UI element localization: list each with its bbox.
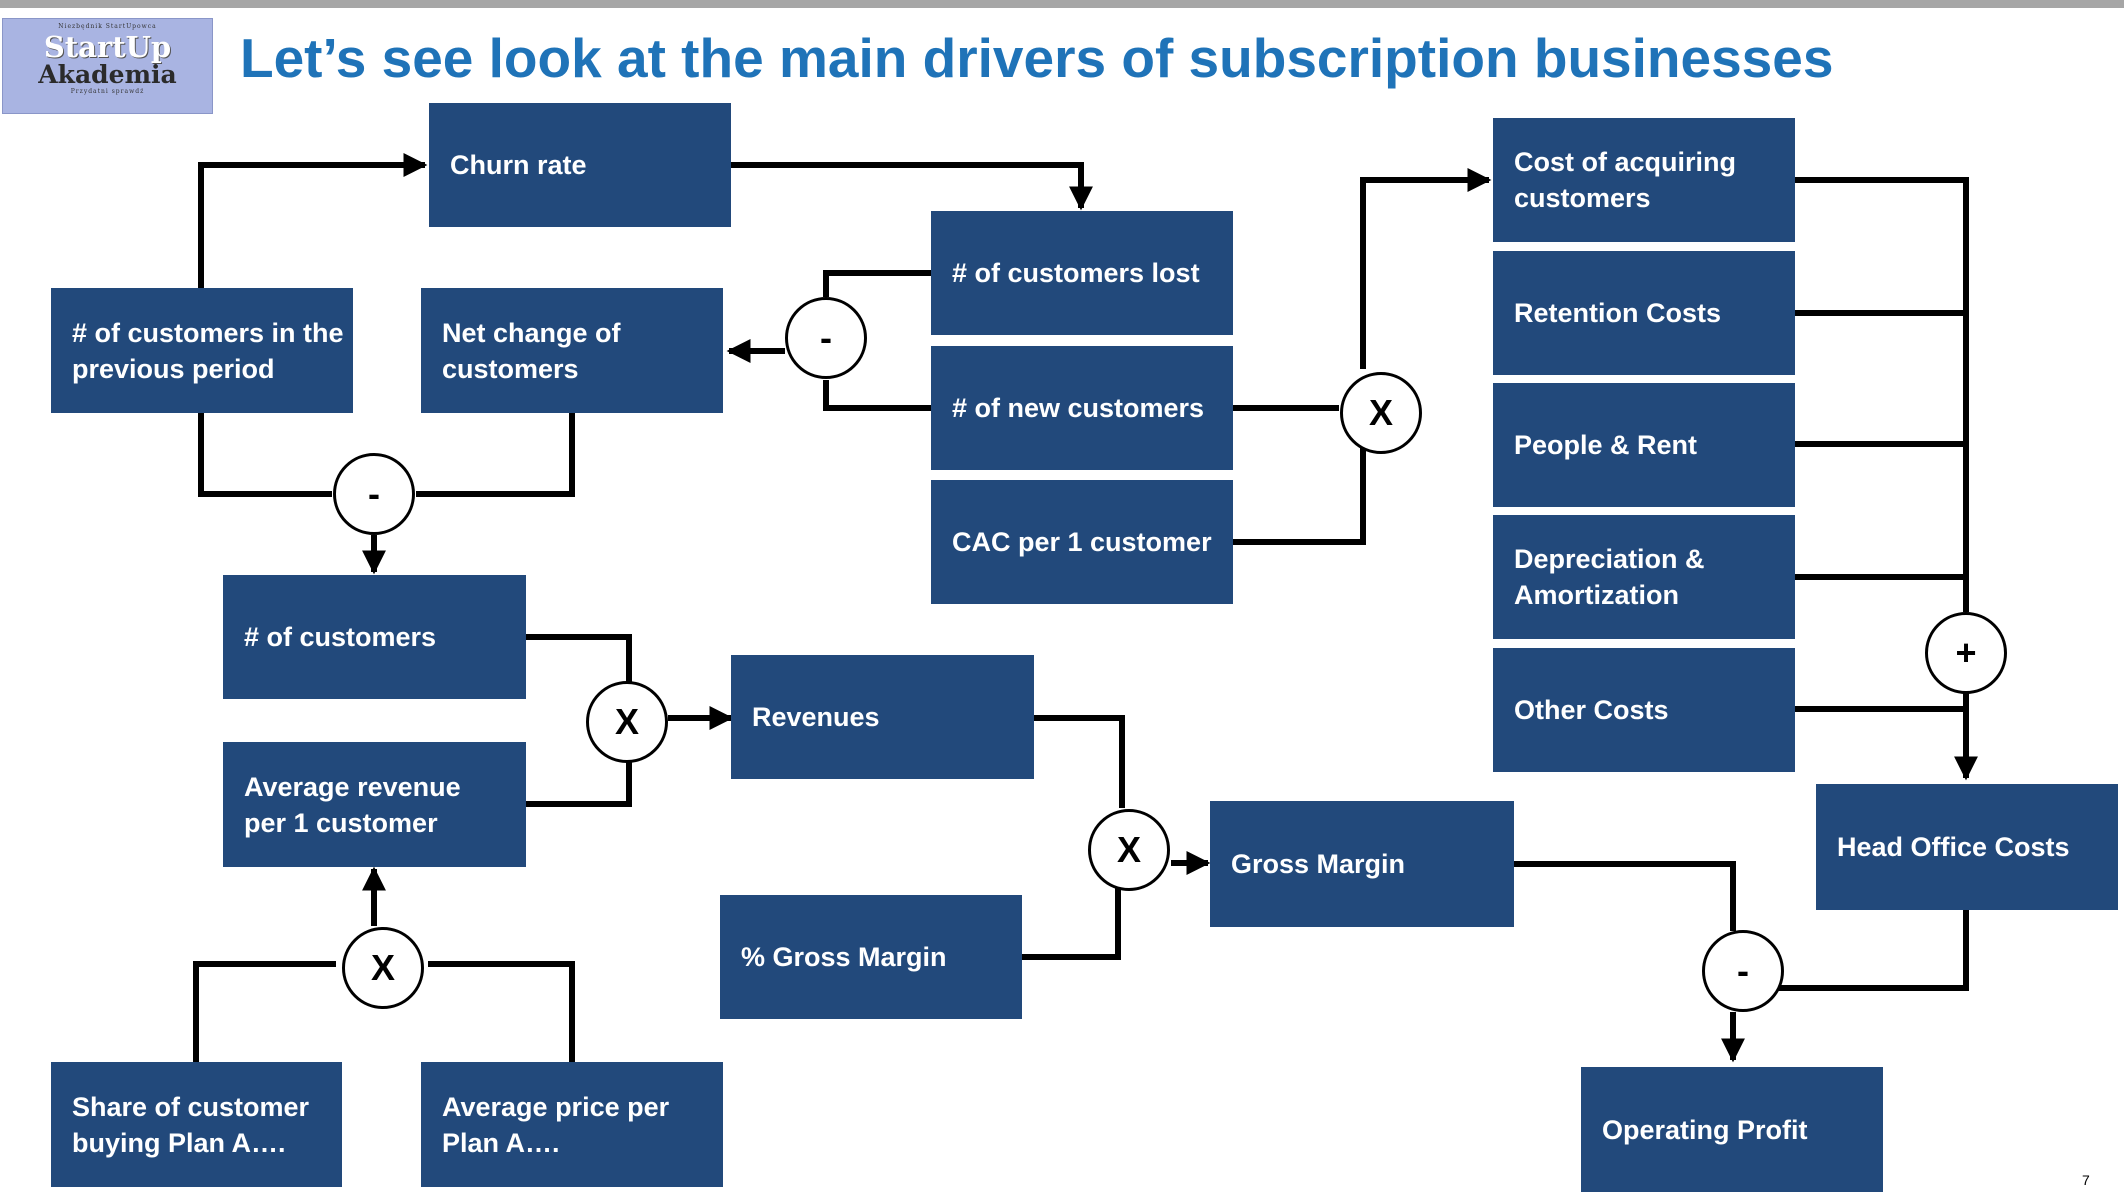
- num-customers-box: # of customers: [223, 575, 526, 699]
- connector-churn-to-lost: [731, 162, 1093, 211]
- cac-per-customer-box: CAC per 1 customer: [931, 480, 1233, 604]
- retention-costs-label: Retention Costs: [1514, 298, 1722, 328]
- logo-top-text: Niezbędnik StartUpowca: [58, 23, 157, 30]
- head-office-costs-label: Head Office Costs: [1837, 832, 2070, 862]
- connector-price-to-x: [428, 961, 575, 1062]
- connector-head-to-minus: [1777, 910, 1969, 991]
- churn-rate-label: Churn rate: [450, 150, 587, 180]
- num-customers-label: # of customers: [244, 622, 437, 652]
- top-border-bar: [0, 0, 2124, 8]
- connector-previous-to-minus: [198, 413, 332, 497]
- connector-acquiring-to-bus: [1795, 177, 1969, 612]
- operating-profit-label: Operating Profit: [1602, 1114, 1808, 1145]
- other-costs-label: Other Costs: [1514, 695, 1669, 725]
- gross-margin-box: Gross Margin: [1210, 801, 1514, 927]
- avg-revenue-label: Average revenue per 1 customer: [244, 771, 461, 838]
- customers-previous-period-label: # of customers in the previous period: [72, 317, 344, 384]
- connector-share-to-x: [193, 961, 336, 1062]
- multiply-operator-gross-margin: X: [1088, 809, 1170, 891]
- customers-lost-box: # of customers lost: [931, 211, 1233, 335]
- revenues-box: Revenues: [731, 655, 1034, 779]
- share-plan-a-box: Share of customer buying Plan A….: [51, 1062, 342, 1187]
- gross-margin-label: Gross Margin: [1231, 849, 1406, 879]
- head-office-costs-box: Head Office Costs: [1816, 784, 2118, 910]
- minus-operator-profit: -: [1702, 930, 1784, 1012]
- share-plan-a-label: Share of customer buying Plan A….: [72, 1091, 310, 1158]
- cost-acquiring-label: Cost of acquiring customers: [1514, 147, 1736, 213]
- connector-net-to-minus: [416, 413, 575, 497]
- connector-revenues-to-x: [1034, 715, 1125, 808]
- new-customers-box: # of new customers: [931, 346, 1233, 470]
- gross-margin-pct-box: % Gross Margin: [720, 895, 1022, 1019]
- plus-operator-head-office: +: [1925, 612, 2007, 694]
- depreciation-label: Depreciation & Amortization: [1514, 544, 1705, 610]
- net-change-box: Net change of customers: [421, 288, 723, 413]
- churn-rate-box: Churn rate: [429, 103, 731, 227]
- connector-gmpct-to-x: [1022, 886, 1121, 960]
- multiply-operator-avg-revenue: X: [342, 927, 424, 1009]
- depreciation-box: Depreciation & Amortization: [1493, 515, 1795, 639]
- operating-profit-box: Operating Profit: [1581, 1067, 1883, 1192]
- logo-line-1: StartUp: [43, 30, 172, 64]
- connector-cac-to-x: [1233, 445, 1366, 545]
- other-costs-box: Other Costs: [1493, 648, 1795, 772]
- page-number: 7: [2082, 1172, 2090, 1188]
- retention-costs-box: Retention Costs: [1493, 251, 1795, 375]
- avg-revenue-box: Average revenue per 1 customer: [223, 742, 526, 867]
- price-plan-a-box: Average price per Plan A….: [421, 1062, 723, 1187]
- logo-bottom-text: Przydatni sprawdź: [70, 88, 145, 95]
- cac-per-customer-label: CAC per 1 customer: [952, 527, 1212, 557]
- people-rent-label: People & Rent: [1514, 430, 1698, 460]
- connector-x-to-acquiring: [1360, 168, 1492, 369]
- multiply-operator-revenue: X: [586, 681, 668, 763]
- cost-acquiring-box: Cost of acquiring customers: [1493, 118, 1795, 242]
- connector-lost-to-minus: [823, 270, 931, 297]
- revenues-label: Revenues: [752, 702, 880, 732]
- connector-customers-to-x: [526, 634, 632, 684]
- gross-margin-pct-label: % Gross Margin: [741, 942, 947, 972]
- net-change-label: Net change of customers: [442, 317, 621, 384]
- logo-line-2: Akademia: [38, 60, 177, 89]
- minus-operator-customers: -: [333, 453, 415, 535]
- startup-akademia-logo: Niezbędnik StartUpowca StartUp Akademia …: [2, 18, 213, 114]
- minus-operator-net-change: -: [785, 297, 867, 379]
- new-customers-label: # of new customers: [952, 393, 1205, 423]
- connector-previous-to-churn: [198, 153, 428, 288]
- customers-lost-label: # of customers lost: [952, 258, 1200, 288]
- connector-gm-to-minus: [1514, 861, 1736, 931]
- slide-title: Let’s see look at the main drivers of su…: [240, 27, 1834, 89]
- people-rent-box: People & Rent: [1493, 383, 1795, 507]
- multiply-operator-acquisition: X: [1340, 372, 1422, 454]
- connector-new-to-minus: [823, 380, 931, 411]
- customers-previous-period-box: # of customers in the previous period: [51, 288, 353, 413]
- price-plan-a-label: Average price per Plan A….: [442, 1091, 670, 1158]
- connector-avgrev-to-x: [526, 762, 632, 807]
